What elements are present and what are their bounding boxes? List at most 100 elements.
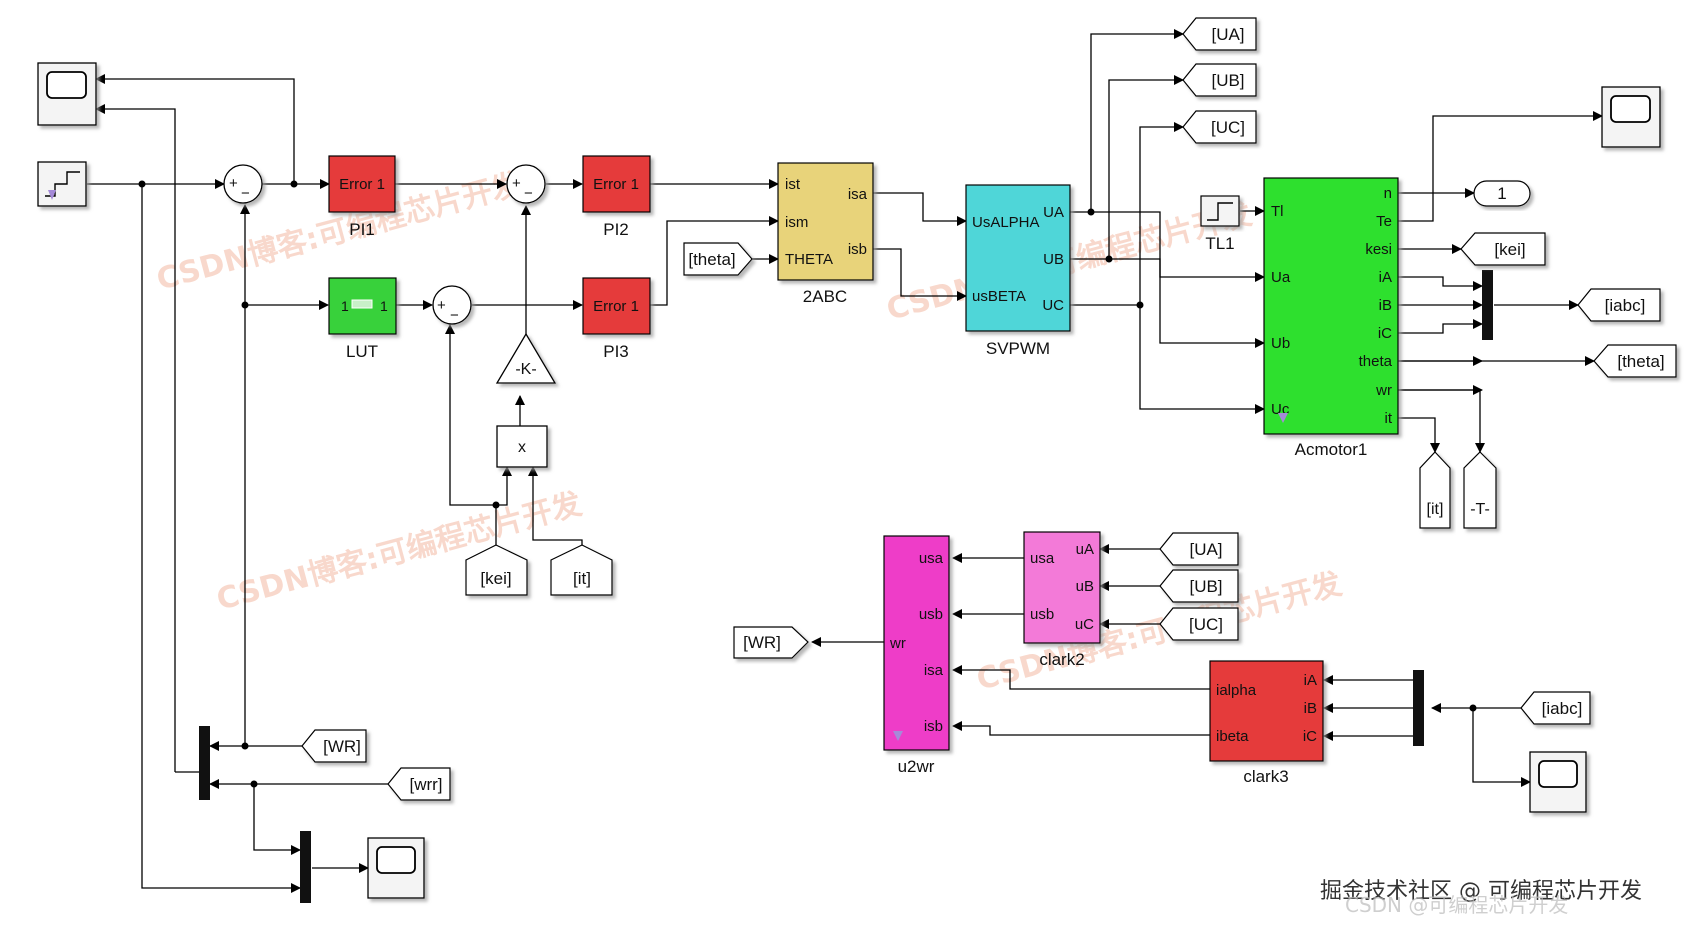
acmotor-block[interactable]: Tl Ua Ub Uc n Te kesi iA iB iC theta wr … bbox=[1263, 177, 1399, 459]
from-tag-ua[interactable]: [UA] bbox=[1159, 532, 1239, 566]
svg-text:[it]: [it] bbox=[573, 569, 591, 588]
svg-text:[UA]: [UA] bbox=[1211, 25, 1244, 44]
from-tag-it[interactable]: [it] bbox=[550, 544, 613, 596]
goto-tag-it[interactable]: [it] bbox=[1419, 451, 1451, 529]
goto-tag-ua[interactable]: [UA] bbox=[1182, 17, 1257, 51]
svg-text:theta: theta bbox=[1359, 353, 1393, 370]
svg-text:[WR]: [WR] bbox=[323, 737, 361, 756]
from-tag-kei[interactable]: [kei] bbox=[465, 544, 528, 596]
from-tag-wrr[interactable]: [wrr] bbox=[387, 767, 451, 801]
svg-text:−: − bbox=[524, 185, 533, 202]
scope-block[interactable] bbox=[37, 62, 97, 126]
pi1-block[interactable]: Error 1 PI1 bbox=[328, 155, 396, 239]
goto-tag-wr[interactable]: [WR] bbox=[733, 626, 809, 659]
scope-block[interactable] bbox=[367, 837, 425, 899]
svg-text:wr: wr bbox=[1375, 382, 1392, 399]
product-block[interactable]: x bbox=[496, 425, 548, 468]
svg-text:[UB]: [UB] bbox=[1211, 71, 1244, 90]
svg-text:u2wr: u2wr bbox=[898, 757, 935, 776]
svg-text:clark3: clark3 bbox=[1243, 767, 1288, 786]
svg-text:x: x bbox=[518, 439, 526, 456]
goto-tag-kei[interactable]: [kei] bbox=[1460, 232, 1546, 266]
svg-text:TL1: TL1 bbox=[1205, 234, 1234, 253]
gain-block[interactable]: -K- bbox=[495, 332, 557, 384]
scope-block[interactable] bbox=[1601, 86, 1661, 148]
svg-text:[kei]: [kei] bbox=[1494, 240, 1525, 259]
svg-text:isa: isa bbox=[924, 662, 944, 679]
signal-wires bbox=[87, 29, 1603, 893]
footer-watermark: 掘金技术社区 @ 可编程芯片开发 bbox=[1320, 879, 1642, 904]
svg-text:usb: usb bbox=[919, 606, 943, 623]
svg-text:+: + bbox=[437, 297, 446, 314]
svg-text:[theta]: [theta] bbox=[688, 250, 735, 269]
mux-block[interactable] bbox=[300, 831, 311, 903]
svg-text:−: − bbox=[450, 307, 459, 324]
svg-text:[UC]: [UC] bbox=[1189, 615, 1223, 634]
svg-text:+: + bbox=[229, 175, 238, 192]
goto-tag-ub[interactable]: [UB] bbox=[1182, 63, 1257, 97]
abc2-block[interactable]: ist ism THETA isa isb 2ABC bbox=[777, 162, 874, 306]
u2wr-block[interactable]: usa usb wr isa isb u2wr bbox=[883, 535, 950, 776]
svpwm-block[interactable]: UsALPHA usBETA UA UB UC SVPWM bbox=[965, 184, 1071, 358]
svg-text:1: 1 bbox=[341, 298, 349, 314]
from-tag-wr[interactable]: [WR] bbox=[301, 729, 367, 763]
from-tag-uc[interactable]: [UC] bbox=[1159, 607, 1239, 641]
sum-block[interactable]: + − bbox=[432, 285, 472, 325]
svg-text:[UC]: [UC] bbox=[1211, 118, 1245, 137]
svg-text:Acmotor1: Acmotor1 bbox=[1295, 440, 1368, 459]
svg-text:−: − bbox=[241, 185, 250, 202]
mux-block[interactable] bbox=[1482, 270, 1493, 340]
svg-text:[kei]: [kei] bbox=[480, 569, 511, 588]
svg-text:iA: iA bbox=[1379, 269, 1392, 286]
svg-text:uB: uB bbox=[1076, 578, 1094, 595]
svg-text:Error 1: Error 1 bbox=[339, 176, 385, 193]
clark3-block[interactable]: ialpha ibeta iA iB iC clark3 bbox=[1209, 660, 1324, 786]
sum-block[interactable]: + − bbox=[223, 164, 263, 204]
svg-text:Ub: Ub bbox=[1271, 335, 1290, 352]
from-tag-ub[interactable]: [UB] bbox=[1159, 569, 1239, 603]
sum-block[interactable]: + − bbox=[506, 164, 546, 204]
goto-tag-iabc[interactable]: [iabc] bbox=[1577, 288, 1661, 322]
svg-text:UC: UC bbox=[1042, 297, 1064, 314]
svg-text:THETA: THETA bbox=[785, 251, 833, 268]
svg-text:usBETA: usBETA bbox=[972, 288, 1026, 305]
clark2-block[interactable]: usa usb uA uB uC clark2 bbox=[1023, 531, 1101, 669]
svg-text:2ABC: 2ABC bbox=[803, 287, 847, 306]
svg-text:it: it bbox=[1385, 410, 1393, 427]
svg-text:usb: usb bbox=[1030, 606, 1054, 623]
pi2-block[interactable]: Error 1 PI2 bbox=[582, 155, 651, 239]
svg-text:+: + bbox=[512, 175, 521, 192]
svg-text:[UA]: [UA] bbox=[1189, 540, 1222, 559]
footer-watermark-sub: CSDN @可编程芯片开发 bbox=[1345, 893, 1568, 917]
svg-text:PI1: PI1 bbox=[349, 220, 375, 239]
pi3-block[interactable]: Error 1 PI3 bbox=[582, 277, 651, 361]
svg-text:-K-: -K- bbox=[515, 361, 536, 378]
svg-text:ibeta: ibeta bbox=[1216, 728, 1249, 745]
svg-text:UsALPHA: UsALPHA bbox=[972, 214, 1040, 231]
svg-text:Tl: Tl bbox=[1271, 203, 1284, 220]
svg-text:1: 1 bbox=[1497, 184, 1506, 203]
from-tag-iabc[interactable]: [iabc] bbox=[1520, 691, 1591, 725]
from-tag-theta[interactable]: [theta] bbox=[683, 242, 753, 276]
demux-block[interactable] bbox=[1413, 670, 1424, 746]
tl1-step-block[interactable]: TL1 bbox=[1200, 195, 1240, 253]
svg-text:[WR]: [WR] bbox=[743, 633, 781, 652]
svg-text:iC: iC bbox=[1303, 728, 1317, 745]
svg-text:n: n bbox=[1384, 185, 1392, 202]
goto-tag-t[interactable]: -T- bbox=[1463, 451, 1497, 529]
svg-text:[theta]: [theta] bbox=[1617, 352, 1664, 371]
scope-block[interactable] bbox=[1529, 751, 1587, 813]
svg-text:1: 1 bbox=[380, 298, 388, 314]
goto-tag-theta[interactable]: [theta] bbox=[1593, 344, 1677, 378]
svg-text:UA: UA bbox=[1043, 204, 1064, 221]
goto-tag-uc[interactable]: [UC] bbox=[1182, 110, 1257, 144]
mux-block[interactable] bbox=[199, 726, 210, 800]
lut-block[interactable]: 1 1 LUT bbox=[328, 277, 397, 361]
svg-text:ist: ist bbox=[785, 176, 801, 193]
step-source-block[interactable] bbox=[37, 161, 87, 207]
svg-text:iB: iB bbox=[1304, 700, 1317, 717]
svg-text:uC: uC bbox=[1075, 616, 1094, 633]
svg-text:[wrr]: [wrr] bbox=[409, 775, 442, 794]
outport-1[interactable]: 1 bbox=[1473, 180, 1531, 207]
